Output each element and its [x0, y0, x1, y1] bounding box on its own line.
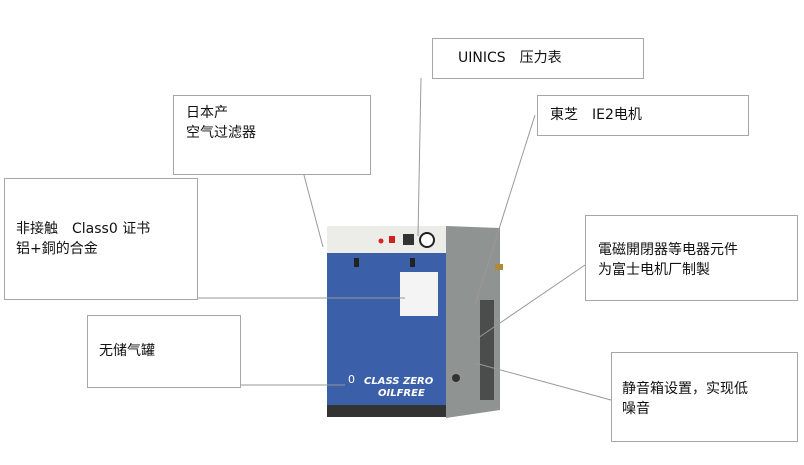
callout-text: 空气过滤器: [186, 125, 256, 141]
callout-text: 铝+銅的合金: [16, 241, 98, 257]
callout-electrical: 電磁開閉器等电器元件 为富士电机厂制製: [585, 215, 798, 301]
callout-text: 无储气罐: [99, 343, 155, 359]
callout-text: 非接触 Class0 证书: [16, 221, 151, 237]
callout-text: 静音箱设置，实现低: [622, 381, 748, 397]
spec-label: [400, 272, 438, 316]
switch-icon: [389, 236, 395, 243]
callout-text: 東芝 IE2电机: [550, 107, 642, 123]
leader-sound: [474, 362, 612, 401]
leader-lines: [197, 77, 612, 401]
callout-text: 日本产: [186, 105, 228, 121]
callout-text: UINICS 压力表: [458, 50, 562, 66]
latch-left: [354, 258, 359, 267]
controller-display: [403, 234, 414, 245]
callout-text: 为富士电机厂制製: [598, 262, 710, 278]
leader-motor: [474, 114, 536, 306]
brand-line1: CLASS ZERO: [364, 376, 434, 387]
callout-pressure-gauge: UINICS 压力表: [432, 38, 644, 79]
air-outlet-fitting: [495, 264, 503, 270]
pressure-gauge-icon: [419, 232, 435, 248]
compressor-unit: 0 CLASS ZERO OILFREE: [327, 226, 503, 418]
base: [327, 405, 446, 417]
vent-grille: [480, 300, 494, 400]
callout-tank: 无储气罐: [87, 315, 241, 388]
leader-pressure: [417, 77, 422, 237]
callout-air-filter: 日本产 空气过滤器: [173, 95, 371, 175]
class0-logo: 0: [348, 373, 355, 386]
power-lamp: [378, 238, 384, 244]
callout-text: 電磁開閉器等电器元件: [598, 242, 738, 258]
drain-port: [452, 374, 460, 382]
callout-text: 噪音: [622, 401, 650, 417]
leader-electrical: [477, 264, 586, 339]
callout-sound: 静音箱设置，实现低 噪音: [611, 352, 798, 442]
callout-class0: 非接触 Class0 证书 铝+銅的合金: [4, 178, 198, 300]
latch-right: [410, 258, 415, 267]
callout-motor: 東芝 IE2电机: [537, 95, 749, 136]
brand-line2: OILFREE: [378, 388, 425, 399]
